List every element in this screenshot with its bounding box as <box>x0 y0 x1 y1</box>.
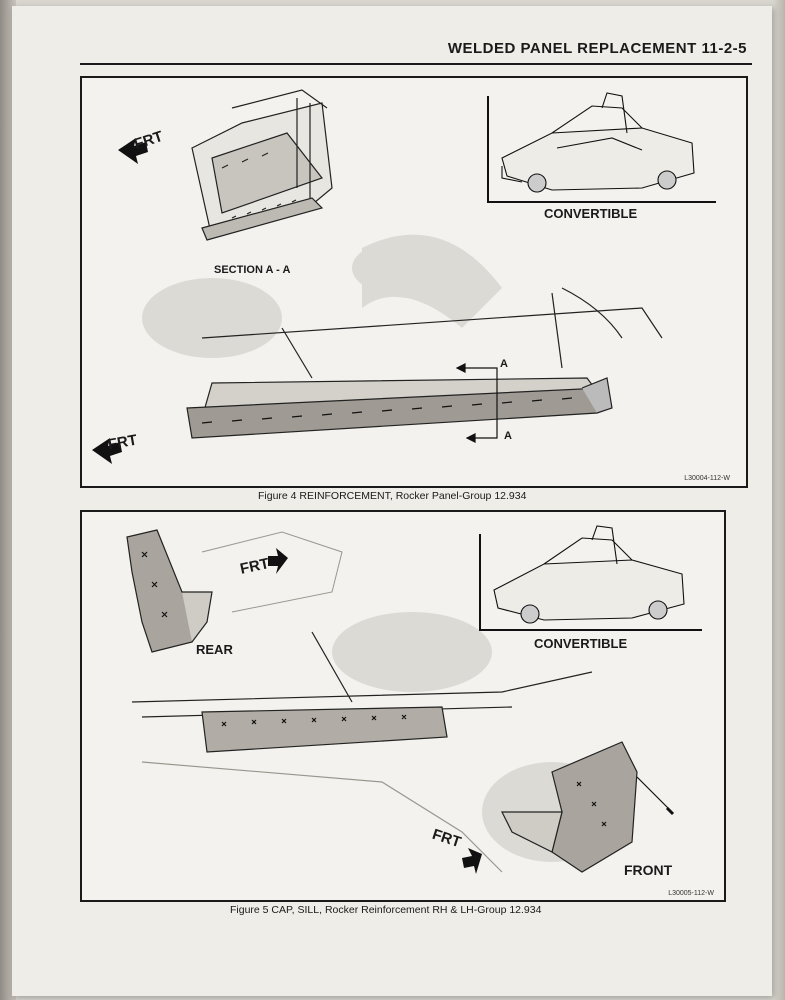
sill-reinforcement <box>131 631 593 873</box>
frt-arrow-icon <box>118 138 148 164</box>
section-a-marker: A <box>504 430 512 442</box>
section-detail <box>191 89 333 241</box>
section-a-marker: A <box>500 358 508 370</box>
front-label: FRONT <box>624 862 673 878</box>
section-label: SECTION A - A <box>214 264 291 276</box>
figure-5: FRT REAR CONVERTIBLE FRT FRONT L30005-11… <box>80 510 726 902</box>
section-line <box>455 363 498 443</box>
illustration-code: L30005-112-W <box>668 890 714 897</box>
illustration-code: L30004-112-W <box>684 475 730 482</box>
figure-4: FRT SECTION A - A CONVERTIBLE A A FRT L3… <box>80 76 748 488</box>
figure-5-caption: Figure 5 CAP, SILL, Rocker Reinforcement… <box>230 904 542 916</box>
frt-arrow-icon <box>92 438 122 464</box>
page-header-title: WELDED PANEL REPLACEMENT 11-2-5 <box>447 40 747 57</box>
convertible-label: CONVERTIBLE <box>544 206 638 221</box>
frt-arrow-icon <box>462 848 482 874</box>
page-edge <box>773 0 785 1000</box>
figure-4-caption: Figure 4 REINFORCEMENT, Rocker Panel-Gro… <box>258 490 527 502</box>
figure-5-illustration <box>126 525 702 874</box>
rocker-panel <box>186 287 663 439</box>
frt-arrow-icon <box>268 548 288 574</box>
header-rule <box>80 63 752 65</box>
convertible-inset <box>487 92 716 203</box>
convertible-inset <box>479 525 702 631</box>
rear-label: REAR <box>196 642 233 657</box>
figure-4-illustration <box>92 89 716 464</box>
front-cap <box>501 741 675 873</box>
rear-cap <box>126 529 213 653</box>
convertible-label: CONVERTIBLE <box>534 636 628 651</box>
